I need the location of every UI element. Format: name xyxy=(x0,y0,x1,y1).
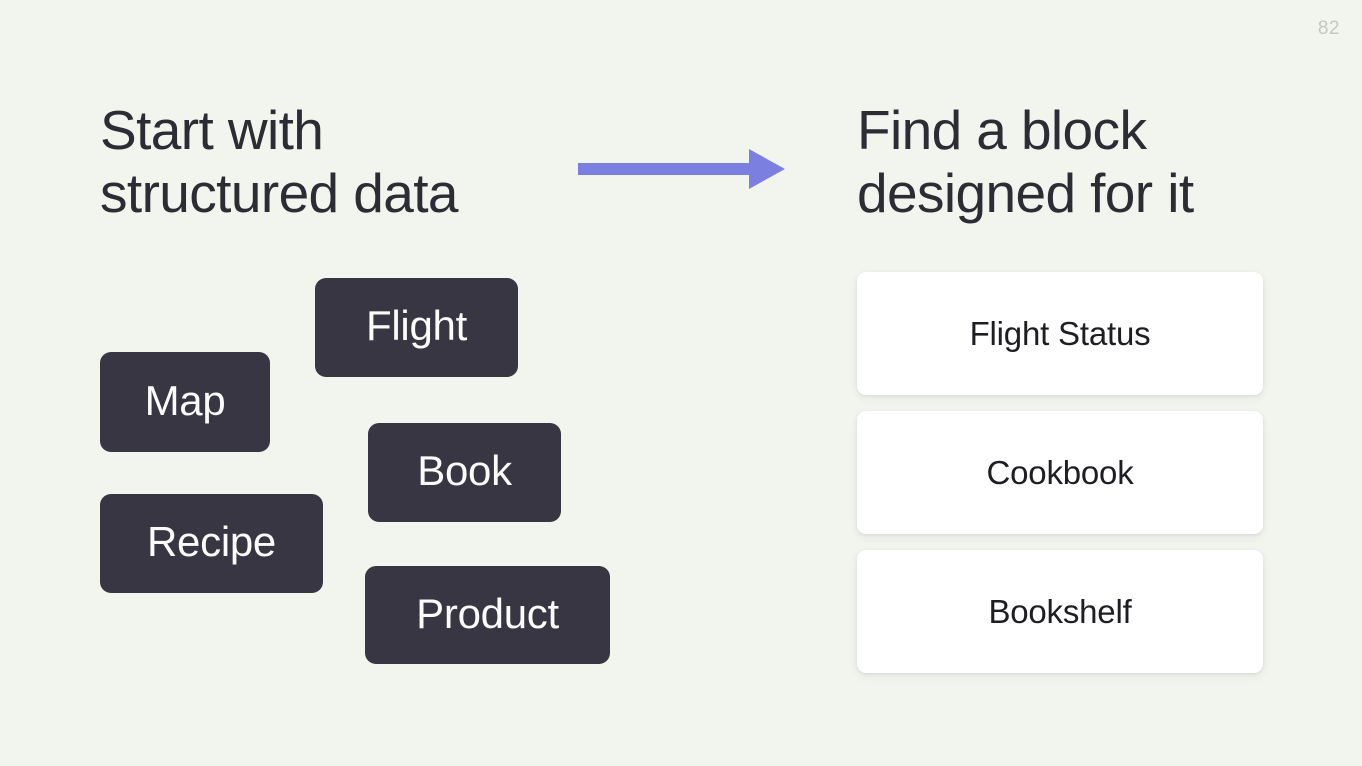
card-cookbook[interactable]: Cookbook xyxy=(857,411,1263,534)
page-number: 82 xyxy=(1317,18,1340,39)
arrow-right-icon xyxy=(575,140,790,200)
chip-recipe[interactable]: Recipe xyxy=(100,494,323,593)
chip-map[interactable]: Map xyxy=(100,352,270,452)
card-flight-status[interactable]: Flight Status xyxy=(857,272,1263,395)
right-heading: Find a block designed for it xyxy=(857,99,1194,224)
arrow-right-glyph xyxy=(578,149,785,189)
block-cards-list: Flight Status Cookbook Bookshelf xyxy=(857,272,1263,673)
chip-book[interactable]: Book xyxy=(368,423,561,522)
card-bookshelf[interactable]: Bookshelf xyxy=(857,550,1263,673)
chip-product[interactable]: Product xyxy=(365,566,610,664)
chip-flight[interactable]: Flight xyxy=(315,278,518,377)
structured-data-chips: Flight Map Book Recipe Product xyxy=(0,0,680,766)
left-heading: Start with structured data xyxy=(100,99,458,224)
